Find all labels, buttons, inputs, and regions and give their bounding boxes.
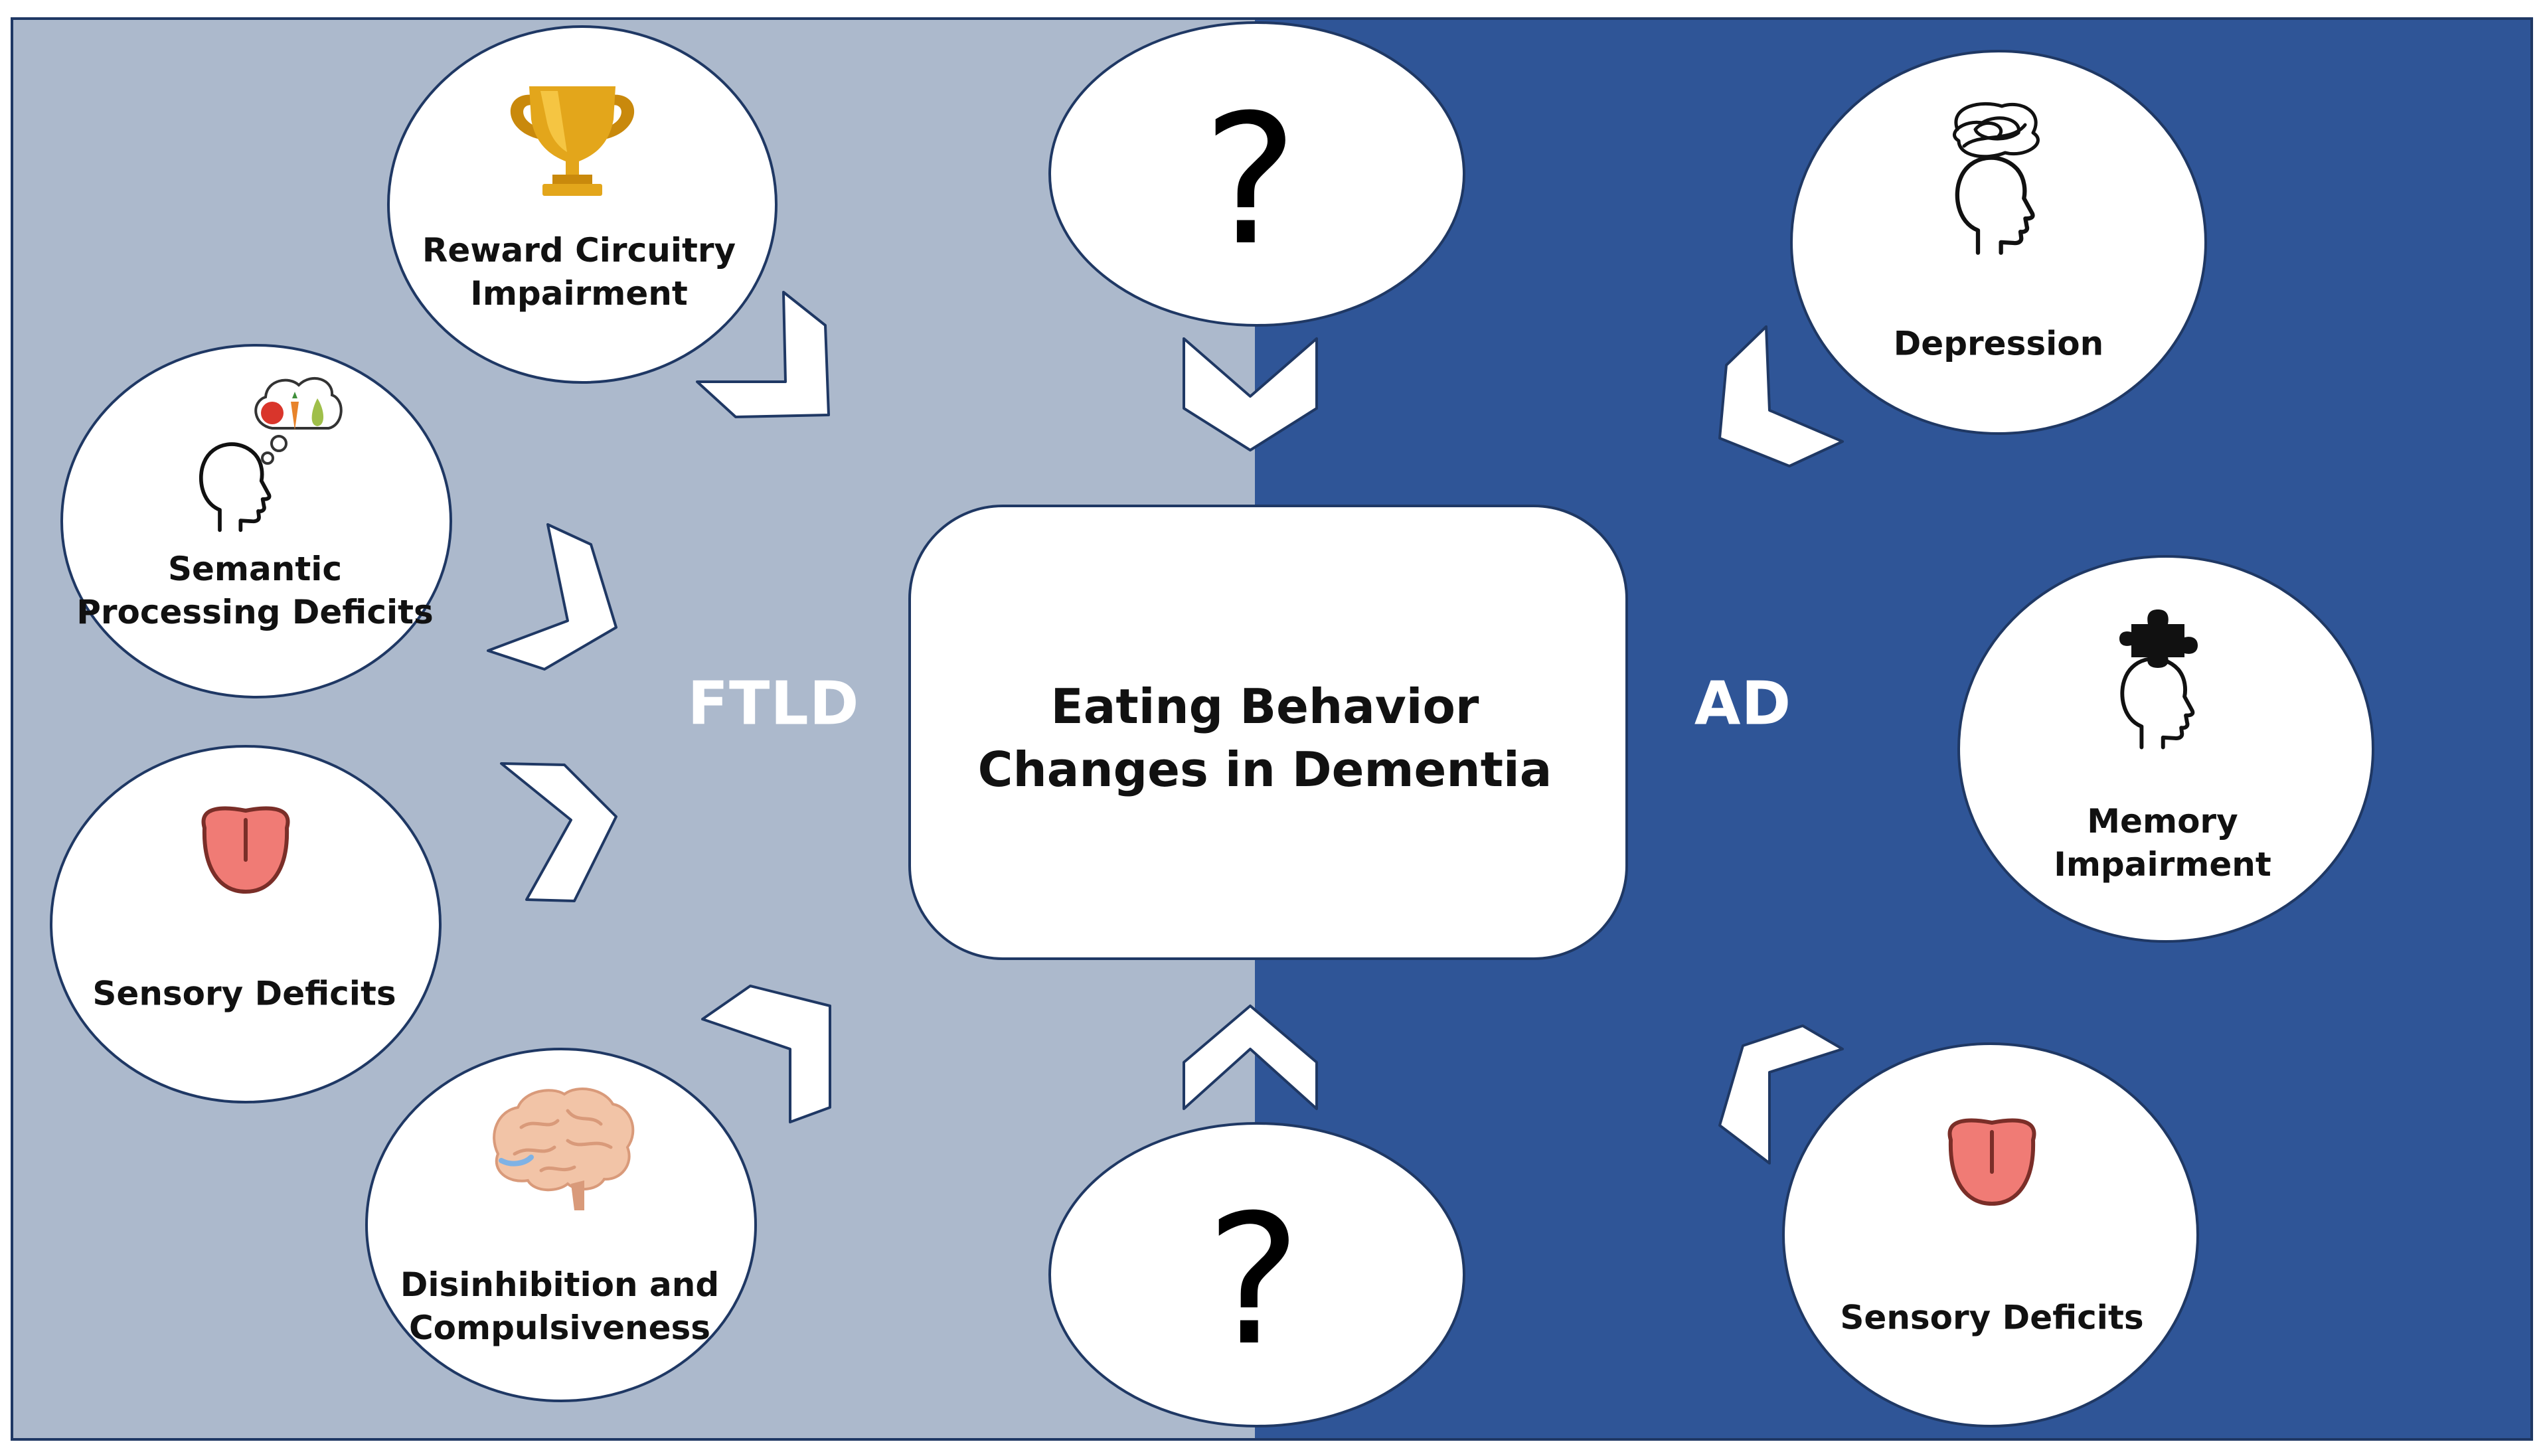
head-scribble-icon (1953, 102, 2040, 252)
diagram-border (11, 17, 2533, 1441)
brain-icon (493, 1088, 635, 1210)
arrow-disinhibition (701, 985, 831, 1123)
node-sensory-ftld (50, 745, 442, 1103)
node-unknown-bottom (1048, 1122, 1465, 1427)
sensory-ad-line1: Sensory Deficits (1840, 1298, 2144, 1337)
sensory-ftld-label: Sensory Deficits (92, 973, 396, 1016)
reward-circuitry-label: Reward Circuitry Impairment (422, 229, 736, 315)
disinhibition-line2: Compulsiveness (408, 1309, 711, 1347)
memory-impairment-line1: Memory (2087, 802, 2238, 841)
trophy-icon (510, 86, 635, 196)
head-thinking-food-icon (201, 377, 343, 530)
depression-label: Depression (1894, 323, 2103, 366)
disinhibition-line1: Disinhibition and (400, 1265, 720, 1304)
center-title-line2: Changes in Dementia (977, 742, 1552, 797)
ftld-label: FTLD (687, 669, 860, 739)
arrow-semantic (487, 523, 617, 671)
node-memory (1957, 555, 2374, 943)
node-reward-circuitry (387, 25, 778, 384)
node-unknown-top (1048, 21, 1465, 327)
question-mark-top: ? (1202, 76, 1297, 285)
semantic-processing-line1: Semantic (167, 550, 343, 588)
arrow-sensory-ftld (500, 762, 617, 902)
semantic-processing-line2: Processing Deficits (76, 593, 434, 631)
tongue-icon (1947, 1118, 2036, 1206)
memory-impairment-line2: Impairment (2054, 845, 2271, 884)
arrow-bottom (1183, 1005, 1318, 1110)
semantic-processing-label: Semantic Processing Deficits (76, 548, 434, 634)
head-puzzle-piece-icon (2119, 609, 2198, 748)
memory-impairment-label: Memory Impairment (2054, 800, 2271, 886)
sensory-ftld-line1: Sensory Deficits (92, 974, 396, 1013)
arrow-sensory-ad (1718, 1024, 1844, 1165)
center-title: Eating Behavior Changes in Dementia (978, 675, 1552, 801)
question-mark-bottom: ? (1206, 1176, 1301, 1385)
node-sensory-ad (1782, 1042, 2199, 1427)
depression-line1: Depression (1893, 324, 2104, 363)
reward-circuitry-line2: Impairment (470, 274, 688, 313)
reward-circuitry-line1: Reward Circuitry (422, 231, 736, 270)
tongue-icon (201, 806, 290, 894)
sensory-ad-label: Sensory Deficits (1840, 1297, 2143, 1340)
disinhibition-label: Disinhibition and Compulsiveness (400, 1263, 719, 1350)
node-disinhibition (365, 1048, 757, 1402)
arrow-depression (1718, 325, 1844, 467)
center-box (908, 505, 1628, 960)
arrow-reward (696, 291, 830, 418)
ad-label: AD (1694, 669, 1792, 739)
center-title-line1: Eating Behavior (1050, 678, 1479, 734)
arrow-top (1183, 337, 1318, 451)
